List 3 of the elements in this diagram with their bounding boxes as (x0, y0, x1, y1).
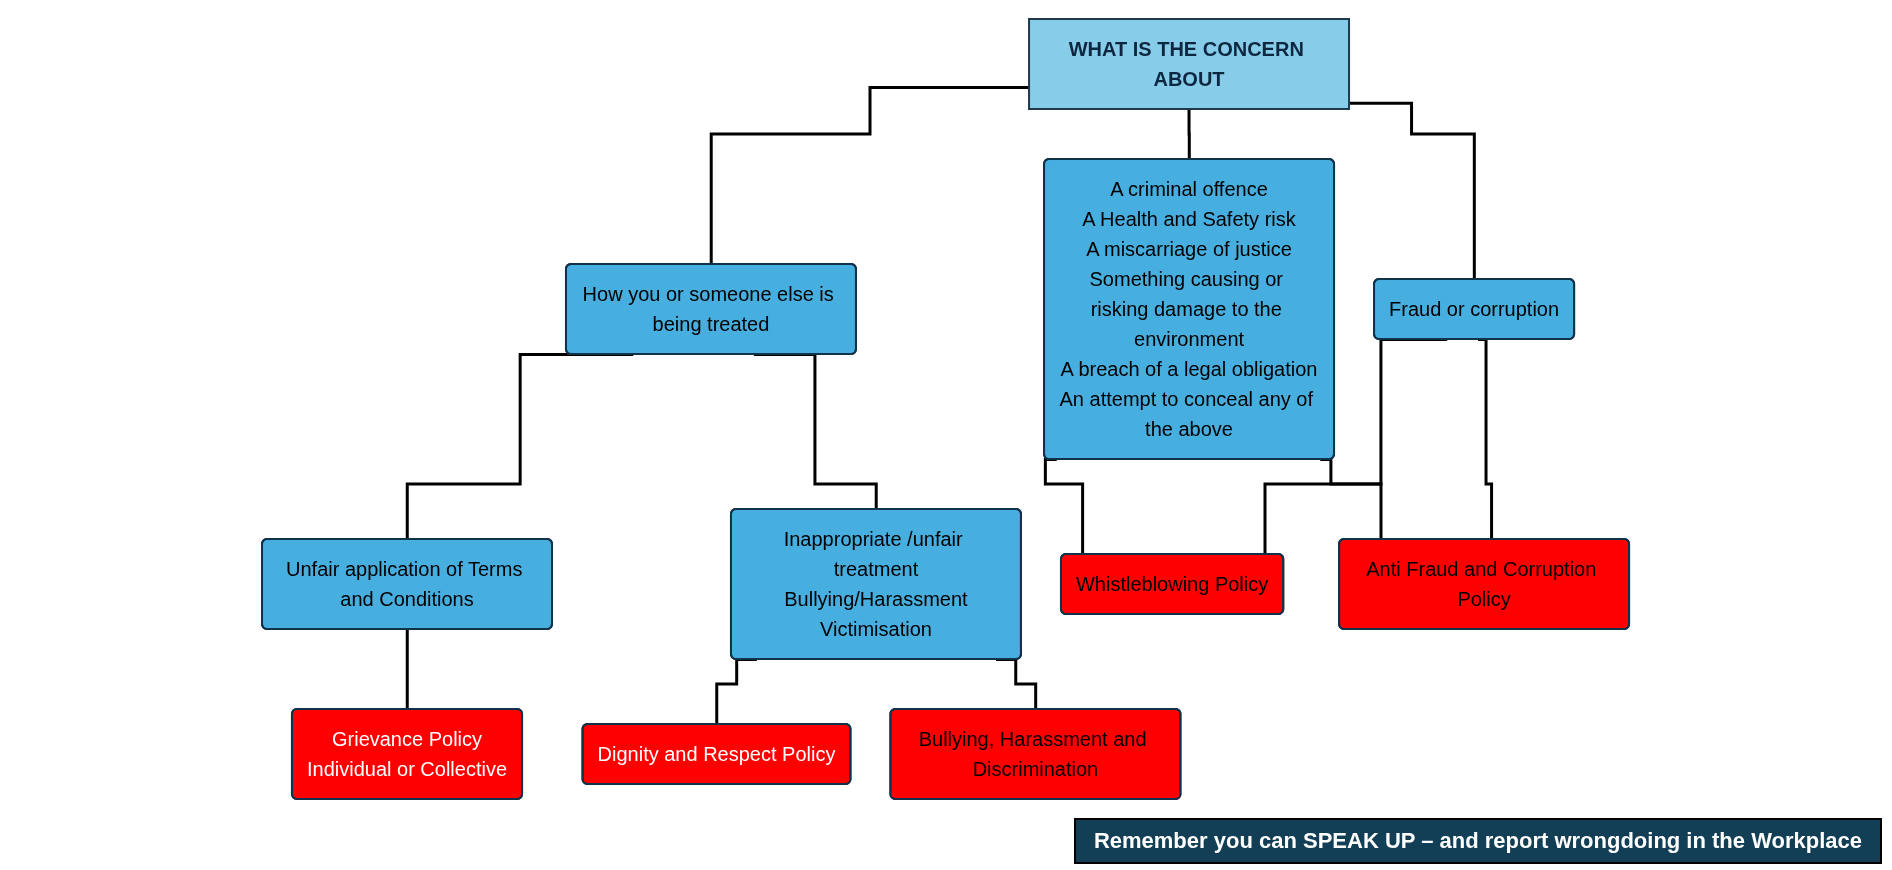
node-box: WHAT IS THE CONCERN ABOUT (1028, 18, 1351, 110)
connector (710, 85, 1030, 266)
note-banner: Remember you can SPEAK UP – and report wrongdoing in the Workplace (1073, 818, 1882, 864)
